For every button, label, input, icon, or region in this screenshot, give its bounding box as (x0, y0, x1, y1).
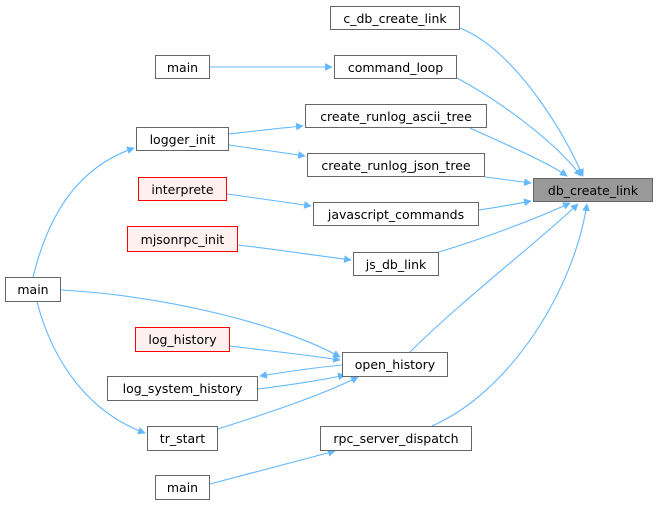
edge-log-system-history-to-open-history (257, 372, 346, 390)
edge-interprete-to-javascript-commands (226, 193, 312, 209)
edge-open-history-to-db-create-link (409, 203, 579, 353)
edge-main-to-rpc-server-dispatch (209, 448, 336, 485)
edge-open-history-to-log-system-history (259, 364, 343, 379)
node-label: logger_init (149, 131, 216, 147)
node-tr-start[interactable]: tr_start (147, 426, 218, 451)
node-log-history[interactable]: log_history (135, 327, 230, 352)
node-label: js_db_link (365, 256, 427, 272)
node-label: main (166, 59, 199, 75)
edge-main-to-tr-start (36, 301, 146, 435)
edge-js-db-link-to-db-create-link (438, 202, 571, 253)
node-rpc-server-dispatch[interactable]: rpc_server_dispatch (320, 426, 472, 451)
edge-mjsonrpc-init-to-js-db-link (237, 244, 352, 263)
node-mjsonrpc-init[interactable]: mjsonrpc_init (127, 226, 238, 252)
node-create-runlog-ascii-tree[interactable]: create_runlog_ascii_tree (305, 104, 487, 128)
node-label: log_history (148, 332, 217, 347)
edge-rpc-server-dispatch-to-db-create-link (431, 203, 590, 427)
edge-main-to-open-history (60, 289, 341, 358)
edge-create-runlog-json-tree-to-db-create-link (484, 176, 532, 186)
node-label: tr_start (159, 431, 206, 446)
edge-log-history-to-open-history (229, 345, 341, 363)
node-command-loop[interactable]: command_loop (334, 55, 457, 79)
edge-javascript-commands-to-db-create-link (478, 198, 532, 211)
node-label: open_history (354, 357, 436, 372)
edge-logger-init-to-create-runlog-ascii-tree (228, 122, 304, 135)
node-log-system-history[interactable]: log_system_history (107, 376, 258, 401)
node-logger-init[interactable]: logger_init (136, 127, 229, 151)
node-label: create_runlog_ascii_tree (320, 108, 472, 124)
node-main-2[interactable]: main (5, 277, 61, 302)
node-open-history[interactable]: open_history (342, 352, 448, 377)
node-label: mjsonrpc_init (140, 231, 225, 247)
node-label: db_create_link (547, 182, 639, 198)
edge-create-runlog-ascii-tree-to-db-create-link (469, 127, 568, 177)
node-label: log_system_history (122, 381, 243, 396)
node-label: javascript_commands (327, 206, 465, 222)
node-db-create-link: db_create_link (533, 178, 653, 202)
edge-tr-start-to-open-history (217, 376, 359, 430)
edge-logger-init-to-create-runlog-json-tree (228, 144, 306, 159)
node-create-runlog-json-tree[interactable]: create_runlog_json_tree (307, 153, 485, 177)
node-c-db-create-link[interactable]: c_db_create_link (330, 6, 460, 30)
node-label: command_loop (347, 59, 444, 75)
node-js-db-link[interactable]: js_db_link (353, 252, 439, 276)
edge-command-loop-to-db-create-link (456, 77, 582, 177)
node-javascript-commands[interactable]: javascript_commands (313, 202, 479, 226)
node-label: main (17, 282, 49, 297)
node-label: main (166, 480, 199, 495)
node-main-3[interactable]: main (155, 475, 210, 500)
edge-c-db-create-link-to-db-create-link (459, 27, 584, 177)
node-label: rpc_server_dispatch (333, 431, 459, 446)
node-interprete[interactable]: interprete (138, 177, 227, 201)
node-main-1[interactable]: main (155, 55, 210, 79)
node-label: c_db_create_link (343, 10, 447, 26)
node-label: interprete (151, 181, 214, 197)
node-label: create_runlog_json_tree (321, 157, 471, 173)
edge-main-to-logger-init (32, 146, 135, 278)
